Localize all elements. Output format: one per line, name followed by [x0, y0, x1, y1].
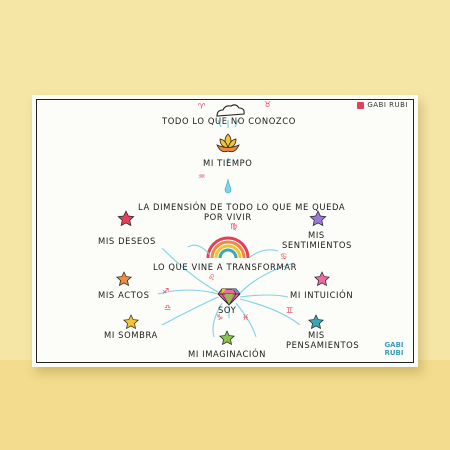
star-pink-icon	[313, 271, 331, 287]
gabi-rubi-logo: GABI RUBI	[382, 341, 406, 357]
label-dimension-line-1: LA DIMENSIÓN DE TODO LO QUE ME QUEDA	[138, 202, 346, 212]
water-drop-icon	[224, 178, 232, 194]
rainbow-icon	[206, 236, 250, 259]
label-mis-pensamientos-line-2: PENSAMIENTOS	[286, 340, 360, 350]
star-red-icon	[117, 210, 135, 227]
label-mi-imaginacion: Mi iMAGiNACIÓN	[188, 349, 267, 359]
cancer-icon: ♋	[280, 252, 288, 261]
aquarius-icon: ♒	[198, 172, 206, 181]
brand-name: GABI RUBI	[367, 101, 408, 109]
label-mi-sombra: Mi SOMBRA	[104, 330, 158, 340]
label-mis-deseos: MIS DESEOS	[98, 236, 156, 246]
star-orange-icon	[115, 271, 133, 287]
logo-line-2: RUBI	[384, 349, 404, 357]
lotus-icon	[216, 133, 240, 153]
diamond-icon	[217, 288, 241, 306]
taurus-icon: ♉	[264, 100, 272, 109]
label-mis-sentimientos-line-2: SENTIMIENTOS	[282, 240, 352, 250]
star-purple-icon	[309, 210, 327, 227]
libra-icon: ♎	[164, 303, 172, 312]
label-mi-tiempo: Mi TIEMPO	[203, 158, 253, 168]
drop-icon	[227, 157, 229, 162]
label-lo-que-vine-a-transformar: LO QUE VINE A TRANSFORMAR	[153, 262, 298, 272]
label-dimension-line-2: POR VIVIR	[204, 212, 252, 222]
gemini-icon: ♊	[286, 306, 294, 315]
mind-map-lines	[115, 104, 331, 346]
star-green-icon	[218, 330, 236, 346]
poster-border	[36, 99, 414, 363]
floor-surface	[0, 360, 450, 450]
label-todo-lo-que-no-conozco: TODO LO QUE NO CONOZCO	[162, 116, 296, 126]
label-mi-intuicion: Mi INTUICIÓN	[290, 290, 354, 300]
capricorn-icon: ♑	[216, 313, 224, 322]
logo-line-1: GABI	[384, 341, 404, 349]
star-yellow-icon	[122, 314, 140, 330]
virgo-icon: ♍	[230, 222, 238, 231]
label-mis-pensamientos-line-1: MIS	[308, 330, 325, 340]
label-soy: SOY	[218, 305, 237, 315]
star-teal-icon	[307, 314, 325, 330]
cloud-icon	[216, 104, 245, 117]
pisces-icon: ♓	[242, 313, 250, 322]
brand-logo-icon	[357, 101, 365, 109]
brand-tag: GABI RUBI	[357, 101, 408, 109]
label-mis-actos: MIS ACTOS	[98, 290, 150, 300]
poster: GABI RUBI ♈ ♉ ♒ ♍ ♌ ♐ ♋ ♎ ♊ ♑ ♓ TODO LO …	[32, 95, 418, 367]
aries-icon: ♈	[198, 102, 206, 111]
sagittarius-icon: ♐	[162, 287, 170, 296]
label-mis-sentimientos-line-1: MIS	[308, 230, 325, 240]
leo-icon: ♌	[208, 273, 216, 282]
